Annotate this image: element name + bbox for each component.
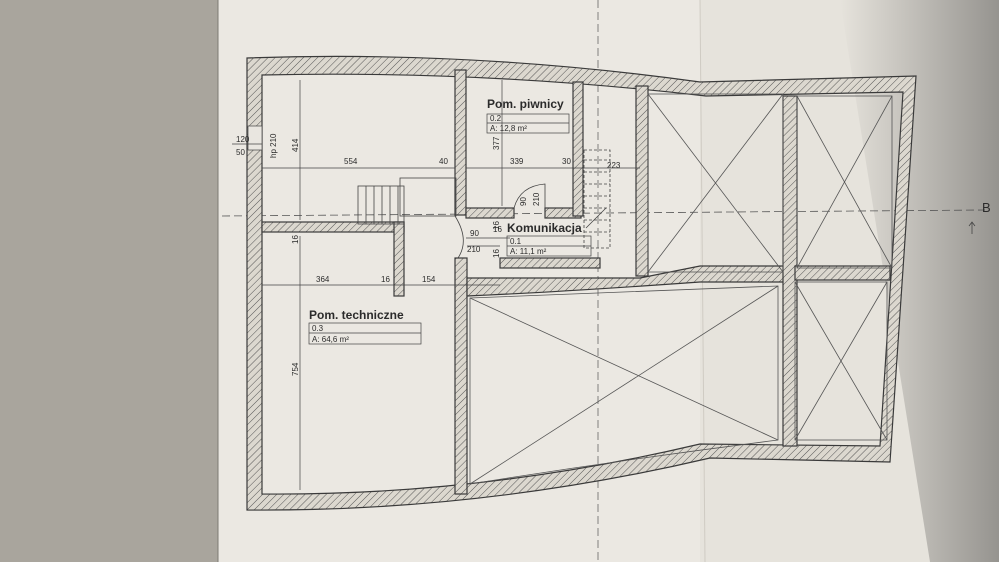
dim-wall-g: 16 — [381, 275, 390, 284]
dim-room-top-width: 554 — [344, 157, 358, 166]
room-name-komunikacja: Komunikacja — [507, 221, 582, 235]
dim-window-width: 120 — [236, 135, 250, 144]
room-name-piwnicy: Pom. piwnicy — [487, 97, 564, 111]
dim-lower-height: 754 — [291, 362, 300, 376]
room-number-komunikacja: 0.1 — [510, 237, 522, 246]
room-area-techniczne: A: 64,6 m² — [312, 335, 349, 344]
dim-door-kom-height: 210 — [467, 245, 481, 254]
dim-piwnica-width: 339 — [510, 157, 524, 166]
dim-stair-width: 223 — [607, 161, 621, 170]
room-label-boxes — [308, 113, 592, 345]
dim-door-piwnica-height: 210 — [532, 192, 541, 206]
dim-window-head: hp 210 — [269, 133, 278, 158]
dim-wall-e: 16 — [291, 235, 300, 244]
stairs — [357, 149, 611, 249]
dim-wall-b: 30 — [562, 157, 571, 166]
dim-corridor-width: 154 — [422, 275, 436, 284]
paper-left-page — [0, 0, 220, 562]
room-number-piwnicy: 0.2 — [490, 114, 502, 123]
door-swings — [399, 177, 546, 259]
dim-wall-d: 16 — [492, 249, 501, 258]
void-areas — [469, 93, 893, 485]
window-marker — [232, 125, 263, 151]
dim-piwnica-height: 377 — [492, 136, 501, 150]
dim-wall-c: 16 — [492, 221, 501, 230]
dim-wall-f: 16 — [493, 225, 502, 234]
dim-room-top-height: 414 — [291, 138, 300, 152]
dim-door-piwnica-width: 90 — [519, 197, 528, 206]
room-area-piwnicy: A: 12,8 m² — [490, 124, 527, 133]
dim-lower-width: 364 — [316, 275, 330, 284]
section-line — [221, 209, 986, 217]
room-name-techniczne: Pom. techniczne — [309, 308, 404, 322]
room-number-techniczne: 0.3 — [312, 324, 324, 333]
section-marker-label: B — [982, 200, 991, 215]
dim-window-sill: 50 — [236, 148, 245, 157]
dimension-lines — [262, 80, 640, 490]
dim-door-kom-width: 90 — [470, 229, 479, 238]
section-arrow-icon — [968, 221, 976, 234]
wall-structure — [246, 55, 917, 511]
room-area-komunikacja: A: 11,1 m² — [510, 247, 547, 256]
dim-wall-a: 40 — [439, 157, 448, 166]
